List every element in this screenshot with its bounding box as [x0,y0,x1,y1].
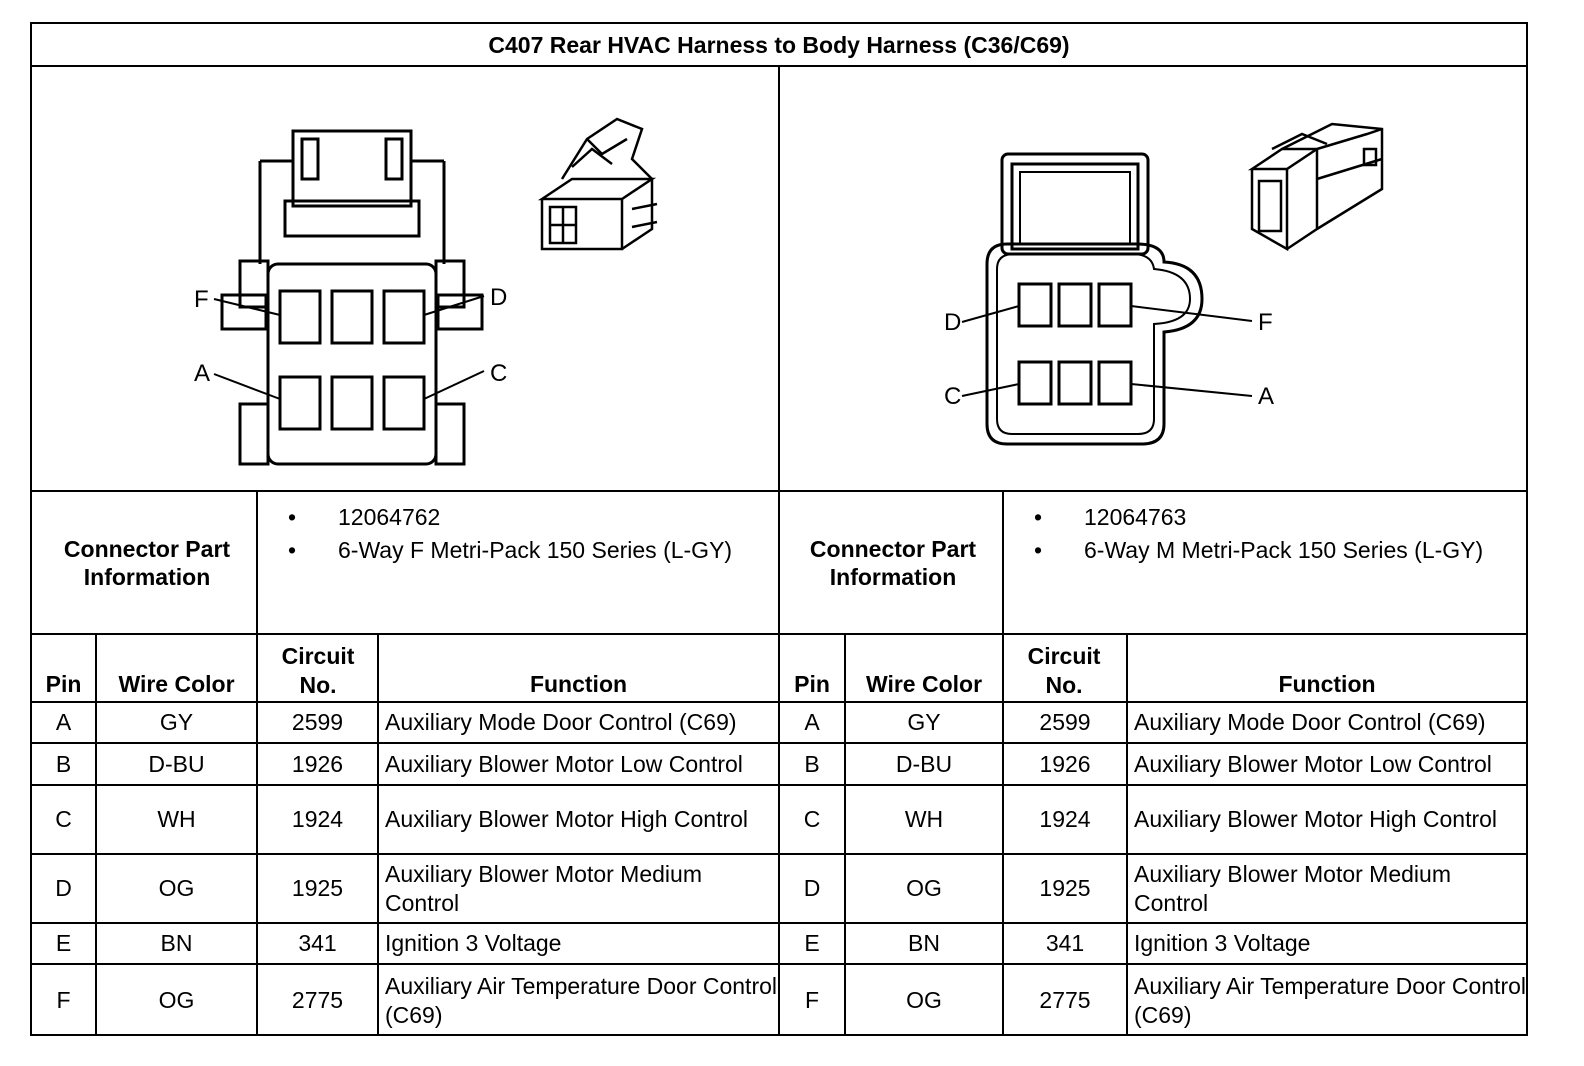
pin-cell: A [55,709,72,735]
wire-color-cell: D-BU [148,750,205,777]
sheet-title: C407 Rear HVAC Harness to Body Harness (… [488,32,1070,58]
function-cell: Auxiliary Blower Motor Medium Control [385,860,702,916]
pin-cell: B [804,750,820,777]
part-info-list: •12064763 •6-Way M Metri-Pack 150 Series… [1004,503,1504,564]
male-connector-isometric-view [1247,122,1384,252]
divider [778,65,780,1036]
header-function: Function [529,671,628,697]
part-number-item: •12064762 [288,504,441,530]
function-cell: Auxiliary Mode Door Control (C69) [1134,709,1486,735]
part-description-item: •6-Way F Metri-Pack 150 Series (L-GY) [288,537,733,563]
function-cell: Auxiliary Blower Motor High Control [385,806,749,832]
function-cell: Auxiliary Blower Motor Low Control [385,750,743,777]
pin-cell: C [55,806,72,832]
pin-label-f: F [1258,309,1273,336]
circuit-cell: 2599 [1039,709,1091,735]
function-cell: Auxiliary Blower Motor Medium Control [1134,860,1451,916]
pin-label-d: D [944,309,961,336]
female-connector-face-diagram: F D A C [194,129,507,466]
wire-color-cell: OG [158,987,195,1013]
part-number: 12064762 [338,504,441,530]
part-description: 6-Way M Metri-Pack 150 Series (L-GY) [1084,537,1484,563]
pin-cell: D [803,875,821,901]
part-number: 12064763 [1084,504,1187,530]
pin-label-a: A [194,360,210,387]
wire-color-cell: GY [907,709,941,735]
divider [844,633,846,1036]
female-connector-isometric-view [537,117,658,251]
pin-label-f: F [194,286,209,313]
pin-cell: E [804,930,820,956]
function-cell: Ignition 3 Voltage [385,930,562,956]
divider [95,633,97,1036]
header-pin: Pin [45,671,82,697]
pin-label-c: C [944,383,961,410]
pin-cell: C [803,806,821,832]
wire-color-cell: GY [159,709,194,735]
connector-sheet: C407 Rear HVAC Harness to Body Harness (… [30,22,1528,1036]
pin-cell: E [55,930,72,956]
circuit-cell: 2775 [291,987,344,1013]
circuit-cell: 341 [1045,930,1085,956]
pin-cell: F [804,987,820,1013]
function-cell: Auxiliary Air Temperature Door Control (… [385,972,778,1028]
divider [1002,490,1004,1036]
circuit-cell: 1924 [1039,806,1091,832]
wire-color-cell: OG [158,875,195,901]
pin-cell: B [55,750,72,777]
circuit-cell: 1926 [1039,750,1091,777]
function-cell: Auxiliary Mode Door Control (C69) [385,709,737,735]
pin-cell: F [56,987,71,1013]
wire-color-cell: BN [908,930,940,956]
pin-label-c: C [490,360,507,387]
part-number-item: •12064763 [1034,504,1187,530]
wire-color-cell: WH [157,806,196,832]
pin-label-d: D [490,284,507,311]
circuit-cell: 2775 [1039,987,1091,1013]
circuit-cell: 1925 [1039,875,1091,901]
part-info-label: Connector Part Information [809,535,977,590]
circuit-cell: 1925 [291,875,344,901]
header-function: Function [1278,671,1376,697]
divider [377,633,379,1036]
part-description: 6-Way F Metri-Pack 150 Series (L-GY) [338,537,733,563]
wire-color-cell: D-BU [895,750,953,777]
wire-color-cell: WH [904,806,944,832]
wire-color-cell: OG [906,987,942,1013]
circuit-cell: 341 [298,930,337,956]
pin-label-a: A [1258,383,1274,410]
male-connector-face-diagram: D F C A [944,152,1274,446]
circuit-cell: 1924 [291,806,344,832]
circuit-cell: 1926 [291,750,344,777]
divider [1126,633,1128,1036]
wire-color-cell: OG [906,875,942,901]
pin-cell: A [804,709,820,735]
part-info-label: Connector Part Information [63,535,231,590]
pin-cell: D [55,875,72,901]
header-pin: Pin [794,671,830,697]
function-cell: Ignition 3 Voltage [1134,930,1311,956]
function-cell: Auxiliary Blower Motor High Control [1134,806,1498,832]
part-info-list: •12064762 •6-Way F Metri-Pack 150 Series… [258,503,758,564]
header-circuit: Circuit No. [281,643,355,698]
function-cell: Auxiliary Air Temperature Door Control (… [1134,972,1527,1028]
circuit-cell: 2599 [291,709,344,735]
part-description-item: •6-Way M Metri-Pack 150 Series (L-GY) [1034,537,1484,563]
header-wire-color: Wire Color [118,671,235,697]
header-wire-color: Wire Color [865,671,983,697]
divider [256,490,258,1036]
header-circuit: Circuit No. [1027,643,1101,698]
wire-color-cell: BN [160,930,193,956]
function-cell: Auxiliary Blower Motor Low Control [1134,750,1492,777]
